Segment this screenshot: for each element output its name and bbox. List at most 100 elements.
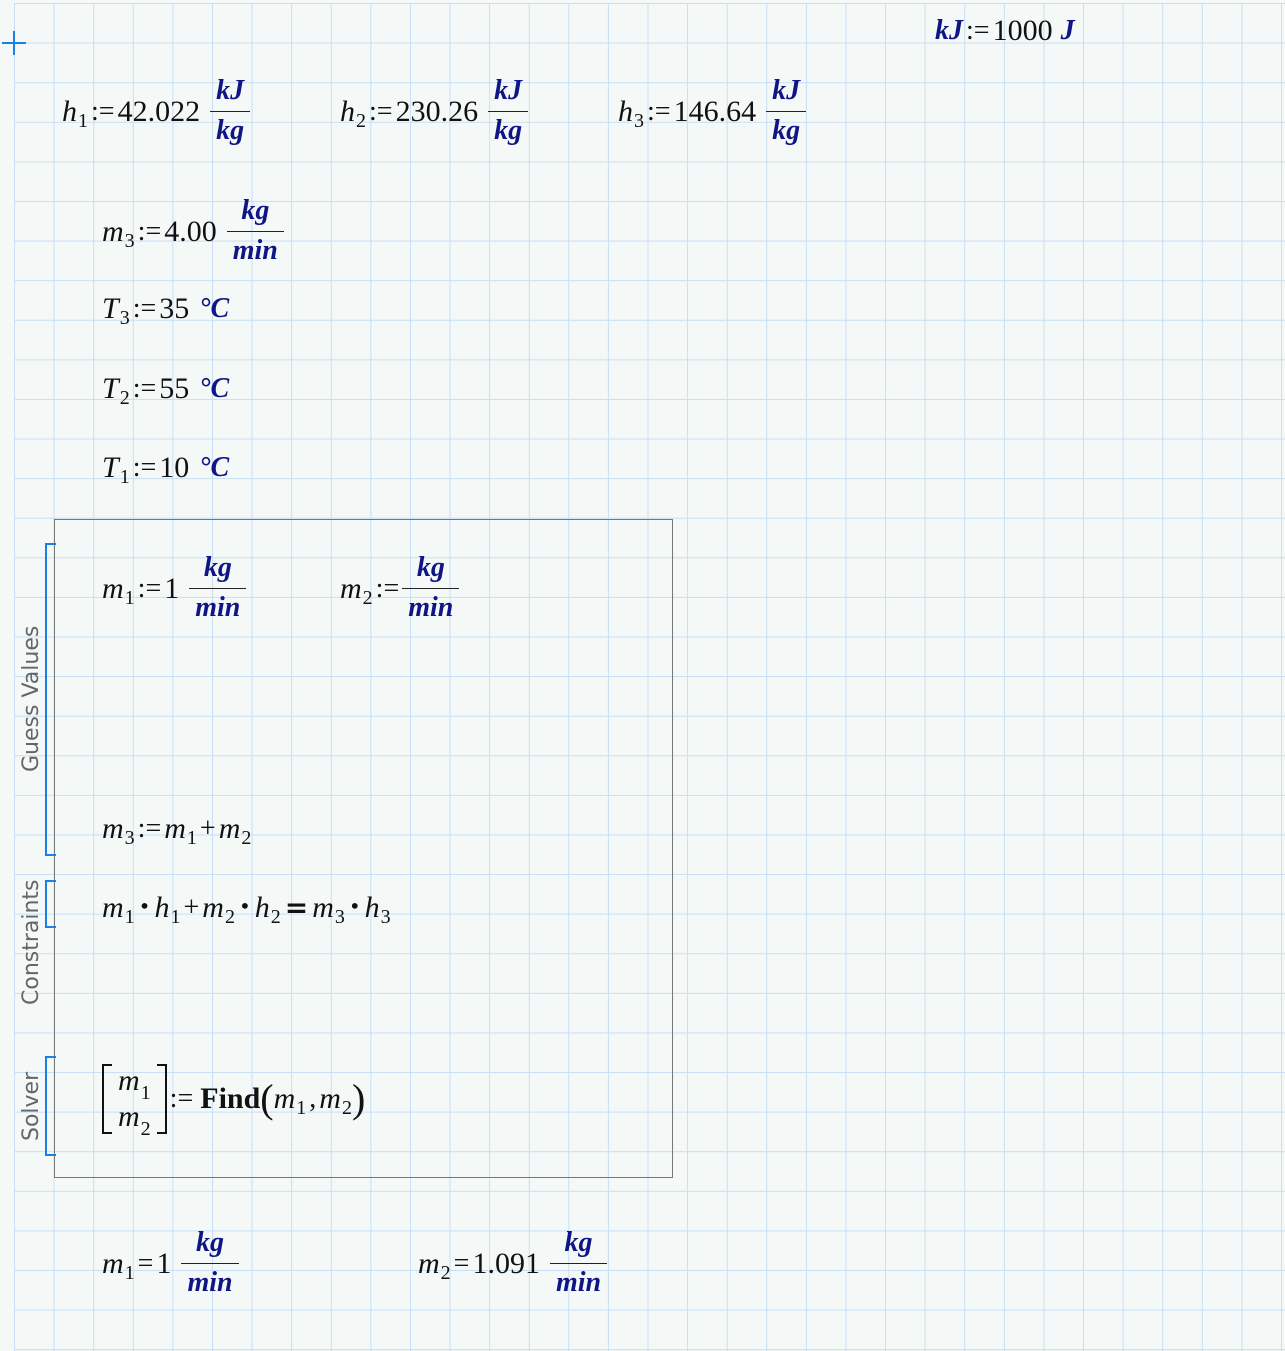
var-name: m xyxy=(102,812,124,845)
assign-operator: := xyxy=(137,813,162,844)
var-subscript: 2 xyxy=(341,1097,352,1119)
var-subscript: 3 xyxy=(124,229,135,252)
boolean-equals-operator: = xyxy=(284,891,309,924)
unit-denominator: min xyxy=(408,592,454,624)
unit-fraction: kJ kg xyxy=(766,75,807,147)
close-paren: ) xyxy=(351,1076,366,1121)
var-name: T xyxy=(102,451,119,484)
assign-operator: := xyxy=(132,373,157,404)
m2-result-value: 1.091 xyxy=(472,1246,540,1280)
find-function-name: Find xyxy=(200,1082,261,1115)
var-name: m xyxy=(102,571,124,605)
unit-numerator: kJ xyxy=(216,75,245,106)
solver-label: Solver xyxy=(19,1071,44,1141)
unit-numerator: kg xyxy=(203,552,232,583)
var-subscript: 2 xyxy=(224,906,235,928)
var-subscript: 2 xyxy=(140,1118,151,1140)
h3-value: 146.64 xyxy=(673,94,757,128)
var-name: m xyxy=(273,1082,296,1115)
var-name: m xyxy=(218,812,241,845)
unit-denominator: min xyxy=(195,592,241,624)
var-name: m xyxy=(319,1082,341,1115)
var-subscript: 3 xyxy=(634,109,644,132)
unit-denominator: kg xyxy=(772,115,801,147)
guess-values-bracket[interactable] xyxy=(45,543,56,856)
unit-numerator: kg xyxy=(564,1227,593,1258)
h2-value: 230.26 xyxy=(395,94,479,128)
var-name: m xyxy=(102,1246,124,1280)
var-name: m xyxy=(118,1064,140,1097)
unit-denominator: min xyxy=(232,235,278,267)
constraints-label: Constraints xyxy=(19,879,44,1005)
var-name: T xyxy=(102,372,119,405)
unit-numerator: kJ xyxy=(772,75,801,106)
var-name: h xyxy=(340,94,355,128)
var-name: m xyxy=(312,891,334,924)
var-name: h xyxy=(254,891,270,924)
unit-fraction: kg min xyxy=(189,552,247,624)
unit-numerator: kg xyxy=(416,552,445,583)
plus-operator: + xyxy=(199,813,216,844)
var-subscript: 3 xyxy=(380,906,391,928)
m1-guess-value: 1 xyxy=(164,571,180,605)
insertion-cursor-icon xyxy=(2,31,26,55)
var-name: h xyxy=(364,891,380,924)
assign-operator: := xyxy=(132,452,157,483)
kj-definition[interactable]: kJ := 1000 J xyxy=(935,16,1075,46)
var-name: T xyxy=(102,292,119,325)
plus-operator: + xyxy=(183,892,200,923)
evaluate-operator: = xyxy=(453,1247,470,1279)
var-name: h xyxy=(618,94,633,128)
h1-value: 42.022 xyxy=(117,94,201,128)
assign-operator: := xyxy=(137,215,162,247)
unit-fraction: kg min xyxy=(402,552,460,624)
var-name: m xyxy=(340,571,362,605)
var-name: m xyxy=(418,1246,440,1280)
unit-fraction: kg min xyxy=(226,195,284,267)
assign-operator: := xyxy=(132,293,157,324)
joule-unit: J xyxy=(1060,15,1075,46)
solver-bracket[interactable] xyxy=(45,1056,56,1156)
assign-operator: := xyxy=(369,95,393,127)
unit-denominator: kg xyxy=(494,115,523,147)
var-subscript: 1 xyxy=(296,1097,307,1119)
unit-denominator: min xyxy=(187,1267,233,1299)
t1-value: 10 xyxy=(159,451,190,484)
unit-numerator: kg xyxy=(241,195,270,226)
multiply-operator: • xyxy=(348,894,361,918)
assign-operator: := xyxy=(966,15,990,46)
var-name: h xyxy=(62,94,77,128)
var-subscript: 2 xyxy=(362,586,373,609)
worksheet-grid[interactable] xyxy=(14,3,1285,1351)
var-subscript: 2 xyxy=(440,1261,451,1284)
unit-fraction: kJ kg xyxy=(488,75,529,147)
celsius-unit: °C xyxy=(199,293,230,324)
unit-numerator: kJ xyxy=(494,75,523,106)
var-name: m xyxy=(102,214,124,248)
var-subscript: 2 xyxy=(356,109,366,132)
kj-value: 1000 xyxy=(992,14,1053,47)
assign-operator: := xyxy=(375,572,400,604)
var-subscript: 1 xyxy=(186,827,197,849)
guess-values-label: Guess Values xyxy=(19,625,44,772)
celsius-unit: °C xyxy=(199,452,230,483)
evaluate-operator: = xyxy=(137,1247,154,1279)
solve-block-area[interactable] xyxy=(54,519,673,1178)
constraints-bracket[interactable] xyxy=(45,880,56,928)
